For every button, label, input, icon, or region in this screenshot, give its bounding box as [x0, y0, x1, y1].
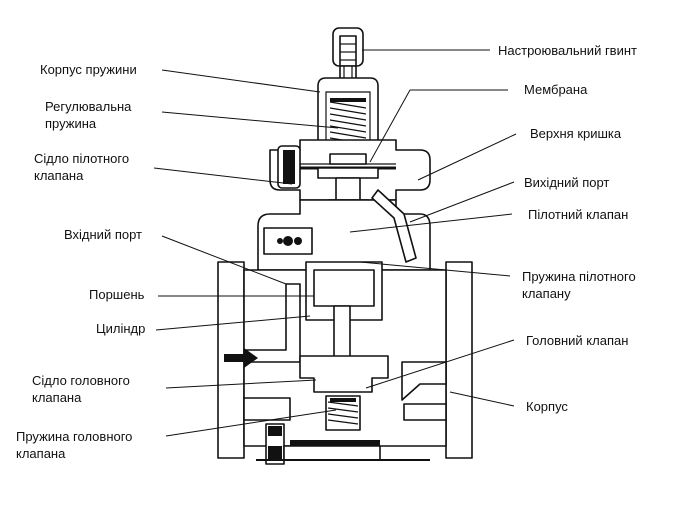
- label-top-cover: Верхня кришка: [530, 126, 622, 141]
- leader-lines: [153, 49, 517, 437]
- upper-body-shape: [257, 189, 431, 271]
- label-spring-housing: Корпус пружини: [40, 62, 137, 77]
- label-pilot-valve: Пілотний клапан: [528, 207, 629, 222]
- label-inlet-port: Вхідний порт: [64, 227, 142, 242]
- label-main-spring: Пружина головного клапана: [16, 429, 133, 461]
- label-cylinder: Циліндр: [96, 321, 146, 336]
- label-diaphragm: Мембрана: [524, 82, 588, 97]
- label-body: Корпус: [526, 399, 568, 414]
- label-pilot-seat: Сідло пілотного клапана: [34, 151, 130, 183]
- label-adjusting-spring: Регулювальна пружина: [45, 99, 132, 131]
- flow-arrow-icon: [224, 348, 258, 368]
- label-pilot-spring: Пружина пілотного клапану: [522, 269, 636, 301]
- label-adjusting-screw: Настроювальний гвинт: [498, 43, 637, 58]
- label-piston: Поршень: [89, 287, 145, 302]
- label-main-valve: Головний клапан: [526, 333, 629, 348]
- label-main-seat: Сідло головного клапана: [32, 373, 130, 405]
- main-body-shape: [217, 261, 473, 465]
- label-outlet-port: Вихідний порт: [524, 175, 610, 190]
